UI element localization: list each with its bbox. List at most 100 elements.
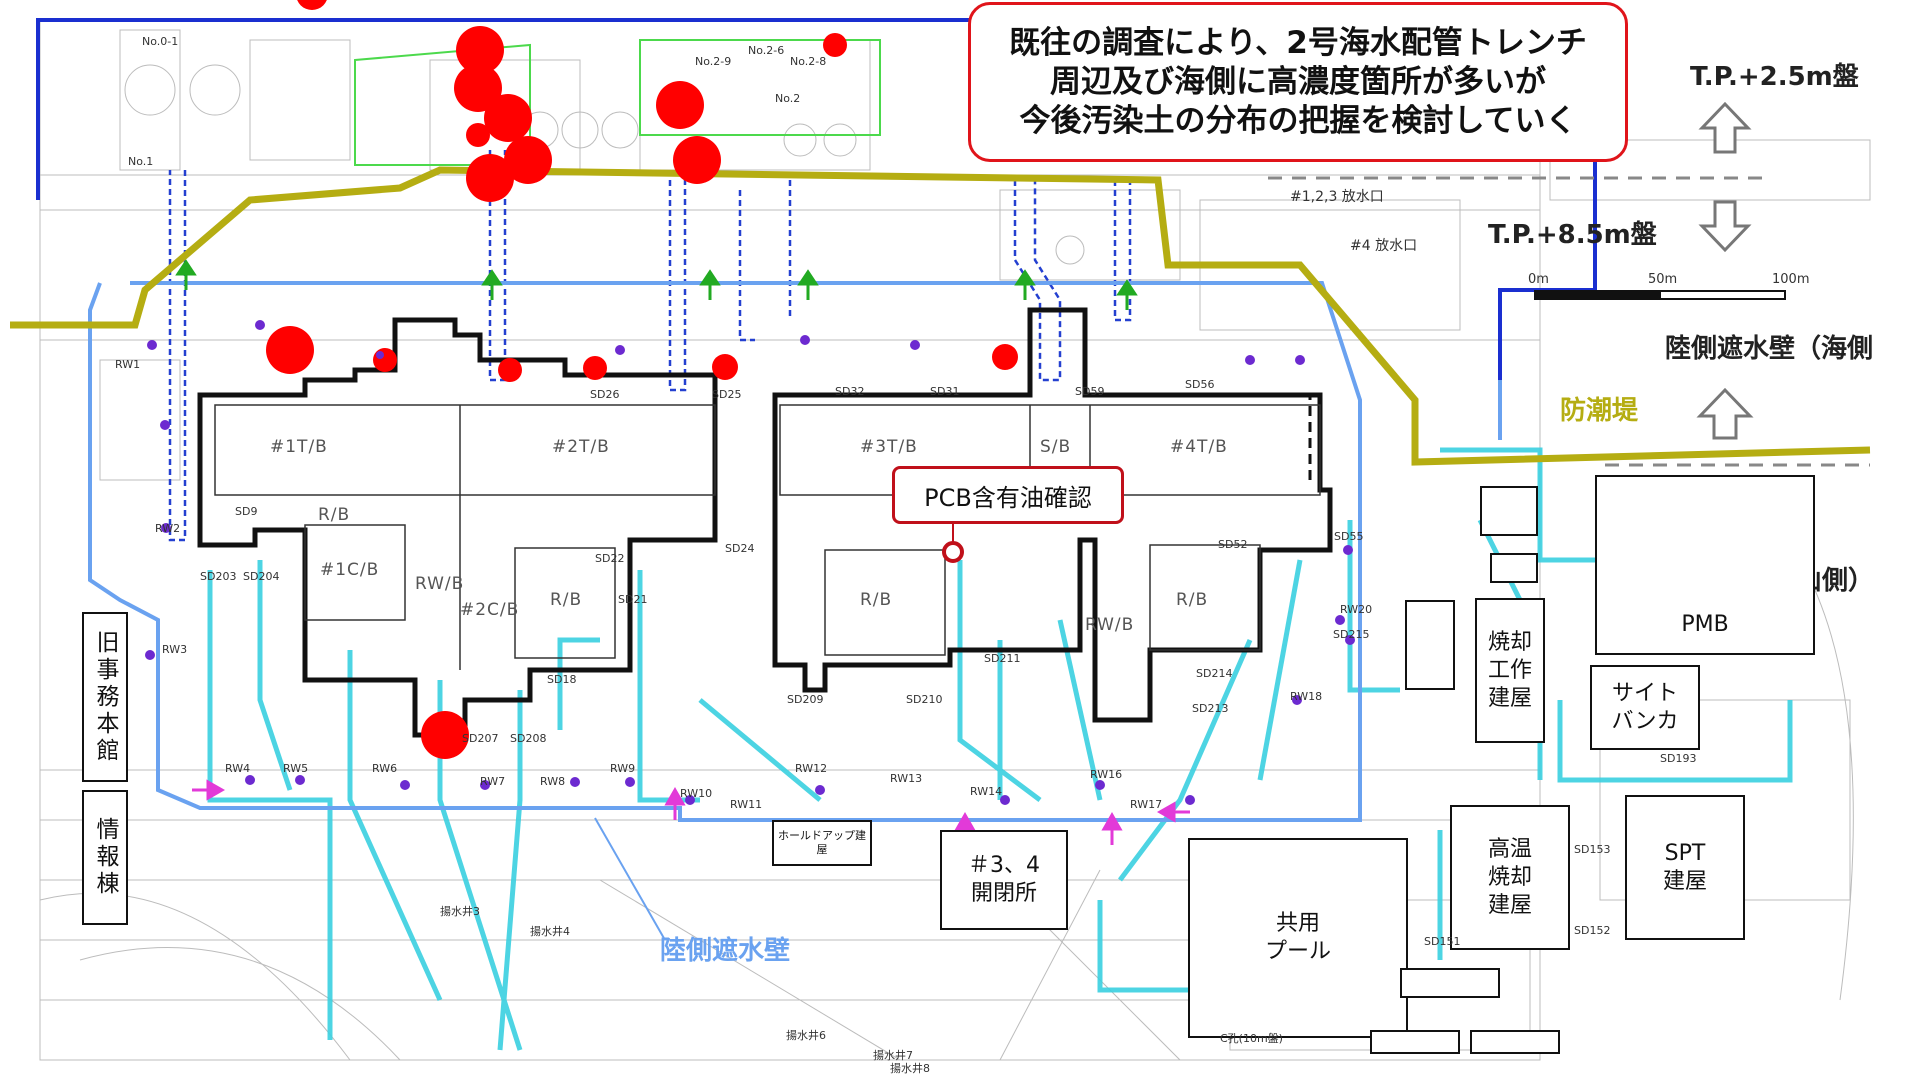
label-rw14: RW14	[970, 785, 1003, 798]
label-sd59: SD59	[1075, 385, 1105, 398]
unit34-outline	[772, 307, 1333, 723]
scale-bar	[1534, 290, 1786, 300]
label-2cb: #2C/B	[460, 600, 520, 620]
label-sd193: SD193	[1660, 752, 1697, 765]
label-sd213: SD213	[1192, 702, 1229, 715]
label-sd215: SD215	[1333, 628, 1370, 641]
small-structure-5	[1370, 1030, 1460, 1054]
label-rw12: RW12	[795, 762, 828, 775]
label-rw20: RW20	[1340, 603, 1373, 616]
label-sd209: SD209	[787, 693, 824, 706]
label-sd208: SD208	[510, 732, 547, 745]
callout-line-3: 今後汚染土の分布の把握を検討していく	[1019, 102, 1577, 139]
label-rw2: RW2	[155, 522, 181, 535]
label-rb1: R/B	[318, 505, 351, 525]
pcb-marker	[942, 541, 964, 563]
label-rw10: RW10	[680, 787, 713, 800]
label-rw4: RW/B	[1085, 615, 1135, 635]
label-pump8: 揚水井8	[890, 1062, 930, 1075]
label-no1: No.1	[128, 155, 154, 168]
callout-box: 既往の調査により、2号海水配管トレンチ 周辺及び海側に高濃度箇所が多いが 今後汚…	[968, 2, 1628, 162]
label-4tb: #4T/B	[1170, 437, 1228, 457]
pcb-label-box: PCB含有油確認	[892, 466, 1124, 524]
label-rb3: R/B	[860, 590, 893, 610]
seawall-line	[10, 166, 1871, 466]
label-rw11: RW11	[730, 798, 763, 811]
label-no26: No.2-6	[748, 44, 785, 57]
label-rb4: R/B	[1176, 590, 1209, 610]
callout-line-1: 既往の調査により、2号海水配管トレンチ	[1009, 24, 1587, 61]
landwall-sea-label: 陸側遮水壁（海側	[1665, 334, 1874, 364]
label-sd32: SD32	[835, 385, 865, 398]
label-no29: No.2-9	[695, 55, 732, 68]
label-rw13: RW13	[890, 772, 923, 785]
green-arrows	[175, 259, 1138, 310]
landwall-label: 陸側遮水壁	[660, 936, 791, 966]
label-sd26: SD26	[590, 388, 620, 401]
label-no01: No.0-1	[142, 35, 179, 48]
holdup-building: ホールドアップ建屋	[772, 820, 872, 866]
wells	[145, 320, 1355, 805]
pcb-label: PCB含有油確認	[924, 483, 1092, 512]
label-sd9: SD9	[235, 505, 258, 518]
label-sd55: SD55	[1334, 530, 1364, 543]
label-sd22: SD22	[595, 552, 625, 565]
callout-line-2: 周辺及び海側に高濃度箇所が多いが	[1050, 63, 1546, 100]
spt-building: SPT 建屋	[1625, 795, 1745, 940]
label-rb2: R/B	[550, 590, 583, 610]
label-rw17: RW17	[1130, 798, 1163, 811]
label-rw5: RW5	[283, 762, 309, 775]
tp-upper-label: T.P.+2.5m盤	[1690, 62, 1859, 92]
label-c-hole: C孔(10m盤)	[1220, 1032, 1283, 1045]
label-outlet123: #1,2,3 放水口	[1290, 189, 1384, 205]
switchyard-building: ＃3、4 開閉所	[940, 830, 1068, 930]
label-2tb: #2T/B	[552, 437, 610, 457]
label-rw16: RW16	[1090, 768, 1123, 781]
label-pump6: 揚水井6	[786, 1029, 826, 1042]
scale-50: 50m	[1648, 272, 1678, 287]
label-rw9: RW9	[610, 762, 636, 775]
label-outlet4: #4 放水口	[1350, 238, 1418, 254]
high-temp-incinerator-building: 高温 焼却 建屋	[1450, 805, 1570, 950]
hollow-arrows	[1696, 101, 1754, 549]
landside-wall-line	[88, 281, 1362, 822]
label-rw4: RW4	[225, 762, 251, 775]
label-sd52: SD52	[1218, 538, 1248, 551]
label-sd204: SD204	[243, 570, 280, 583]
label-rw3: RW3	[162, 643, 188, 656]
label-rw18: RW18	[1290, 690, 1323, 703]
sb-dashed-edge	[1305, 393, 1312, 480]
inner-building-lines	[214, 404, 1321, 670]
tp-lower-label: T.P.+8.5m盤	[1488, 220, 1657, 250]
incinerator-workshop-building: 焼却 工作 建屋	[1475, 598, 1545, 743]
label-sd207: SD207	[462, 732, 499, 745]
label-1tb: #1T/B	[270, 437, 328, 457]
label-sd153: SD153	[1574, 843, 1611, 856]
label-pump4: 揚水井4	[530, 925, 570, 938]
label-rw: RW/B	[415, 574, 465, 594]
scale-100: 100m	[1772, 272, 1810, 287]
label-sd151: SD151	[1424, 935, 1461, 948]
label-sd18: SD18	[547, 673, 577, 686]
old-office-building: 旧事務本館	[82, 612, 128, 782]
scale-0: 0m	[1528, 272, 1549, 287]
label-pump3: 揚水井3	[440, 905, 480, 918]
label-sd31: SD31	[930, 385, 960, 398]
cyan-trenches	[207, 447, 1793, 1051]
label-sd214: SD214	[1196, 667, 1233, 680]
label-sd21: SD21	[618, 593, 648, 606]
label-sd25: SD25	[712, 388, 742, 401]
label-sd24: SD24	[725, 542, 755, 555]
label-sd211: SD211	[984, 652, 1021, 665]
label-sd56: SD56	[1185, 378, 1215, 391]
small-structure-2	[1490, 553, 1538, 583]
common-pool-building: 共用 プール	[1188, 838, 1408, 1038]
label-rw6: RW6	[372, 762, 398, 775]
label-sd152: SD152	[1574, 924, 1611, 937]
label-rw7: RW7	[480, 775, 506, 788]
small-structure-1	[1480, 486, 1538, 536]
small-structure-4	[1400, 968, 1500, 998]
label-rw1: RW1	[115, 358, 141, 371]
label-rw8: RW8	[540, 775, 566, 788]
label-3tb: #3T/B	[860, 437, 918, 457]
